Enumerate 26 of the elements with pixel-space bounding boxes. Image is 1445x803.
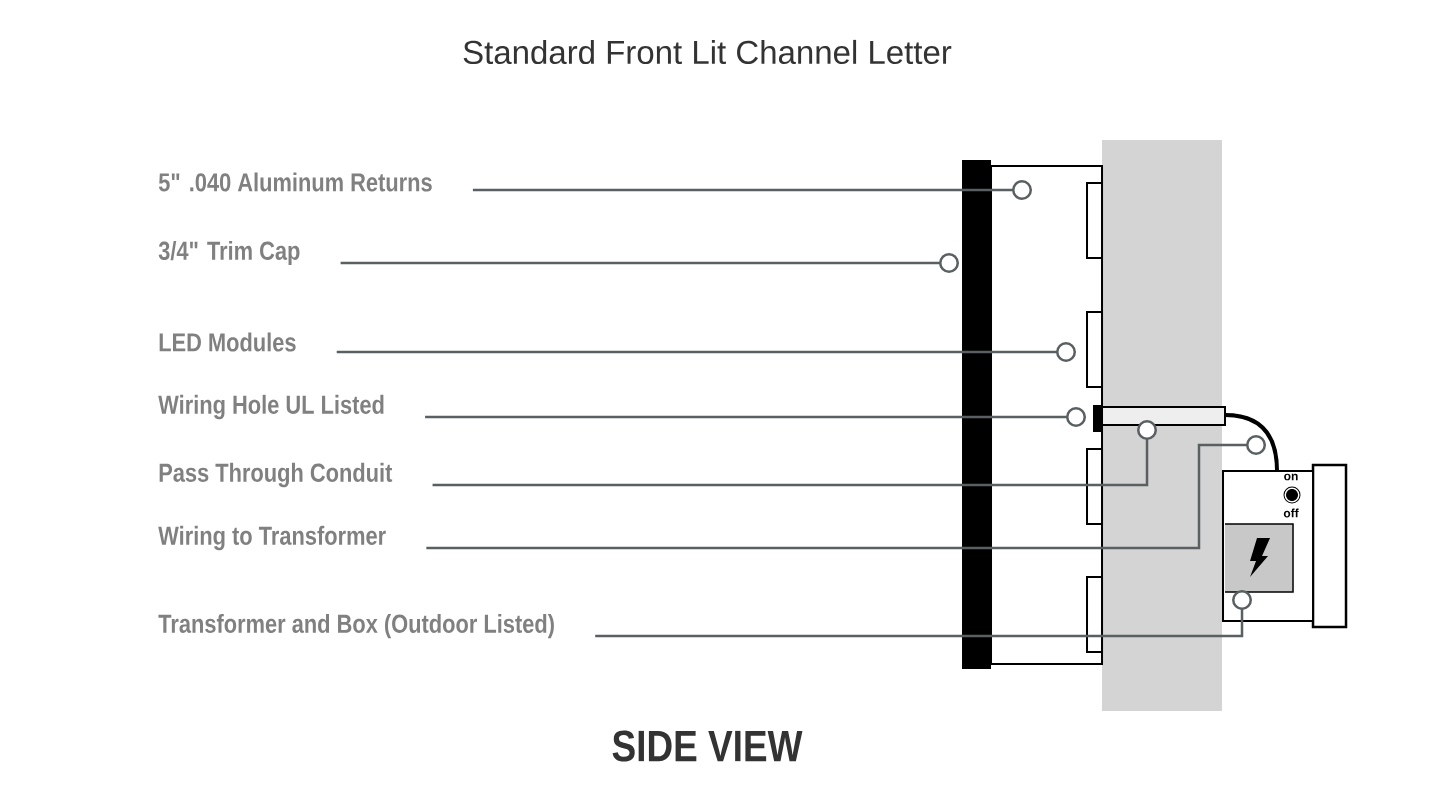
led-module — [1086, 182, 1103, 259]
trim-cap-bar — [962, 160, 991, 669]
leader-line — [472, 180, 1032, 200]
leader-line — [425, 407, 1086, 427]
leader-line — [340, 253, 959, 273]
part-label: Transformer and Box (Outdoor Listed) — [158, 613, 554, 639]
wire — [1224, 413, 1279, 472]
led-module — [1086, 448, 1103, 525]
part-label: Pass Through Conduit — [159, 462, 393, 488]
caption: SIDE VIEW — [612, 730, 803, 762]
conduit — [1101, 406, 1226, 426]
part-label: LED Modules — [159, 332, 296, 352]
part-label: Wiring Hole UL Listed — [158, 394, 384, 420]
switch-label: on — [1284, 473, 1298, 481]
title: Standard Front Lit Channel Letter — [463, 39, 952, 65]
part-label: Wiring to Transformer — [158, 525, 386, 551]
led-module — [1086, 311, 1103, 388]
leader-line — [336, 342, 1076, 362]
part-label: 3/4" Trim Cap — [158, 240, 300, 266]
part-label: 5" .040 Aluminum Returns — [158, 172, 432, 192]
switch-label: off — [1283, 508, 1299, 518]
led-module — [1086, 576, 1103, 653]
leader-line — [426, 435, 1266, 550]
wiring-hole — [1093, 405, 1102, 432]
leader-line — [595, 590, 1252, 638]
leader-line — [432, 420, 1157, 487]
